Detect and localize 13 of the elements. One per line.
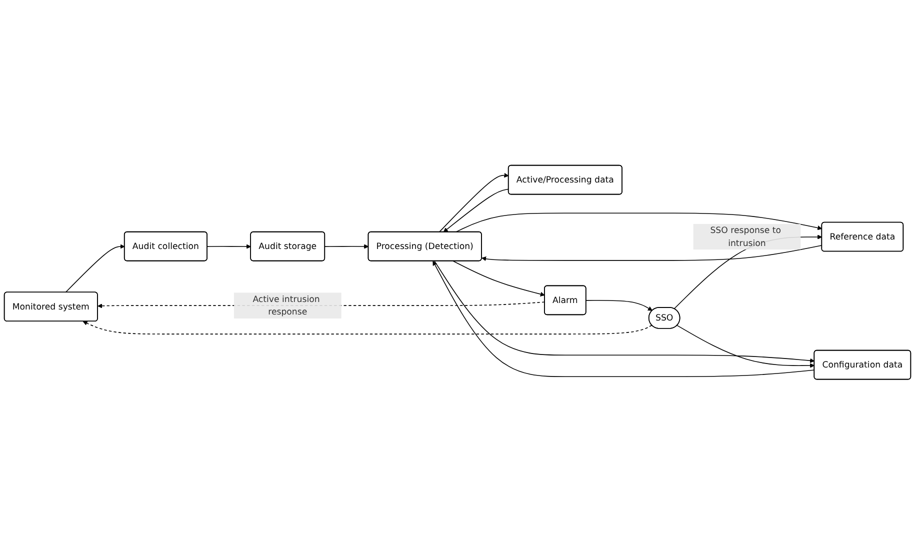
edge-label: SSO response to intrusion xyxy=(710,225,782,248)
arrow xyxy=(586,300,653,312)
arrow xyxy=(676,325,815,368)
arrow xyxy=(206,244,252,250)
arrow xyxy=(452,260,545,297)
arrow xyxy=(324,244,369,250)
arrow xyxy=(455,212,822,233)
arrow xyxy=(65,244,125,293)
arrow xyxy=(482,245,822,262)
arrow xyxy=(438,173,509,233)
arrow xyxy=(443,188,510,232)
arrow xyxy=(82,321,652,335)
edge-label: Active intrusion response xyxy=(252,294,320,318)
